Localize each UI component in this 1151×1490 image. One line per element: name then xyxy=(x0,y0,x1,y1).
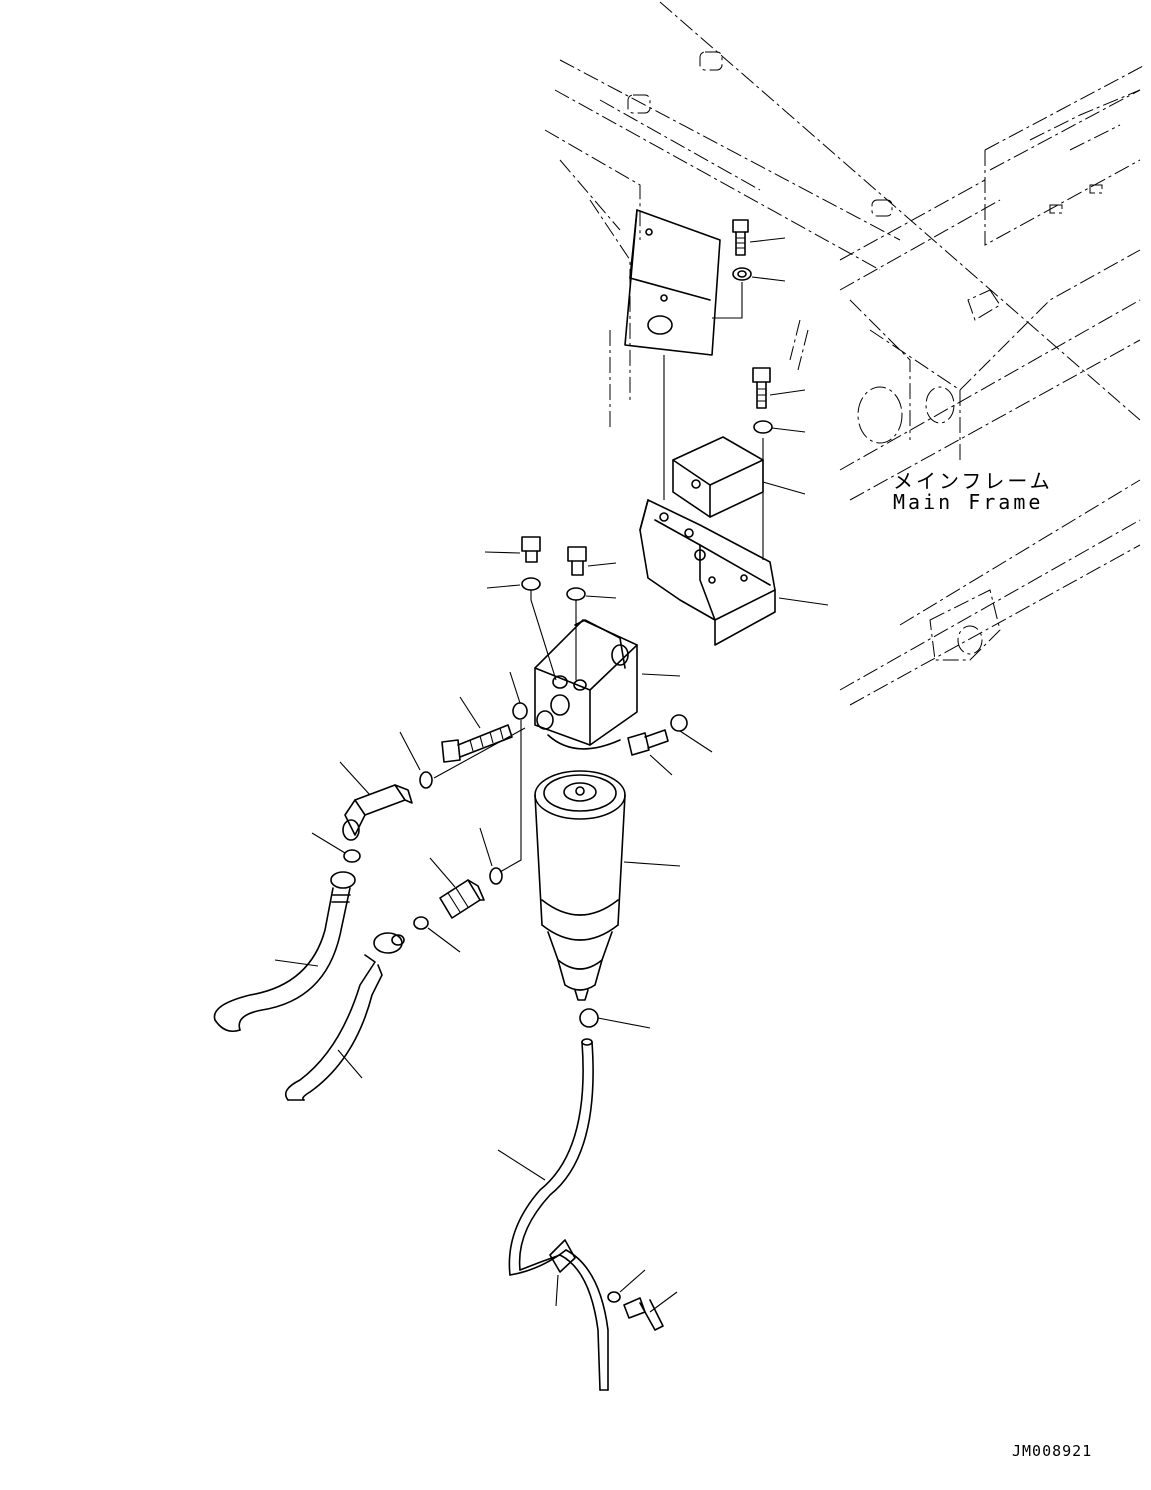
fuel-filter-cartridge xyxy=(534,770,681,1001)
bolt-upper-plate xyxy=(712,219,786,319)
main-frame-label-ja: メインフレーム xyxy=(893,469,1053,493)
bolt-head-right xyxy=(627,714,713,776)
fuel-hose-2 xyxy=(284,932,405,1101)
sensor-fitting xyxy=(413,720,522,953)
elbow-fitting xyxy=(311,761,413,863)
relay-box xyxy=(663,355,806,560)
long-bolt xyxy=(399,696,526,789)
frame-mounting-plate xyxy=(624,209,721,356)
bolt-bracket xyxy=(752,367,806,434)
drain-fitting xyxy=(579,1008,651,1029)
fuel-hose-1 xyxy=(213,871,356,1033)
drawing-code: JM008921 xyxy=(1012,1442,1093,1460)
clamp-bolt xyxy=(607,1269,678,1331)
main-frame-label-en: Main Frame xyxy=(893,490,1044,514)
main-frame-outline xyxy=(544,1,1146,706)
filter-bracket xyxy=(639,499,829,646)
drain-hose xyxy=(497,1038,609,1391)
filter-head xyxy=(509,619,681,750)
bolts-filter-head xyxy=(484,536,617,681)
